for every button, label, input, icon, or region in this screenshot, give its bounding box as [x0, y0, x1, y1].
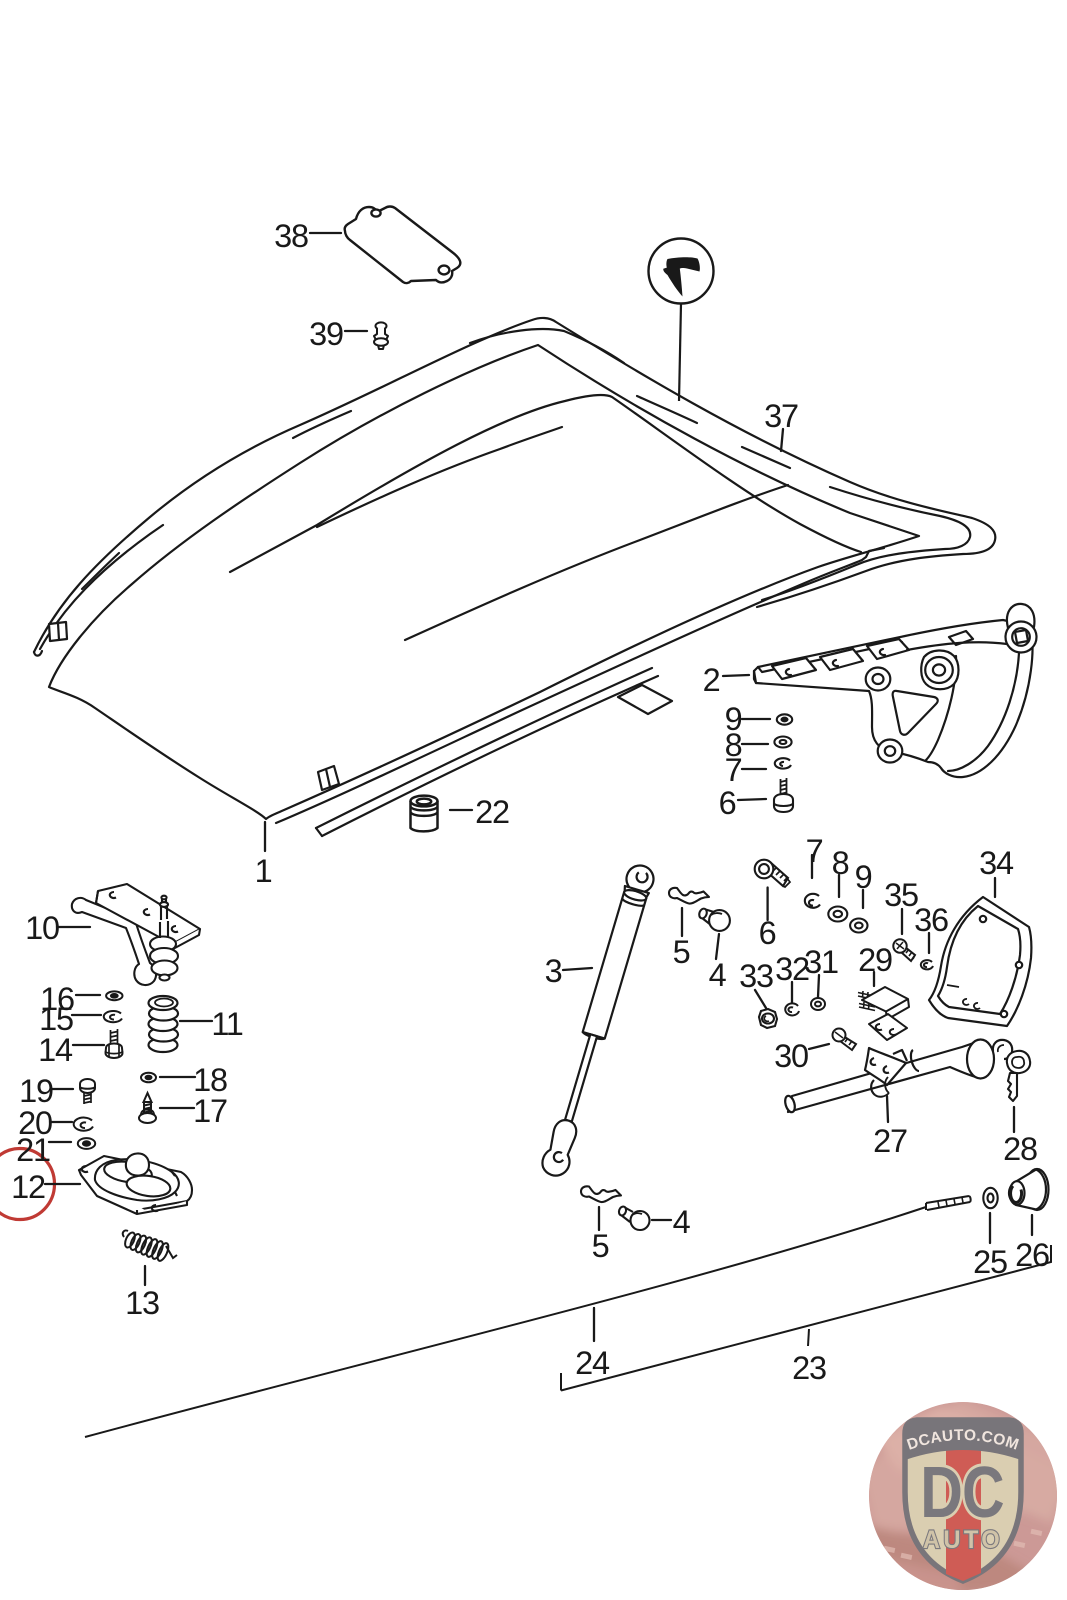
- svg-text:19: 19: [19, 1073, 53, 1109]
- svg-text:17: 17: [193, 1093, 227, 1129]
- svg-text:1: 1: [255, 853, 272, 889]
- svg-text:9: 9: [855, 859, 872, 895]
- svg-text:18: 18: [193, 1062, 227, 1098]
- svg-text:3: 3: [545, 953, 562, 989]
- svg-text:8: 8: [725, 727, 742, 763]
- svg-text:23: 23: [792, 1350, 826, 1386]
- svg-text:13: 13: [125, 1285, 159, 1321]
- svg-text:26: 26: [1015, 1237, 1049, 1273]
- svg-text:11: 11: [211, 1006, 242, 1042]
- svg-text:7: 7: [806, 833, 823, 869]
- svg-text:DC: DC: [920, 1451, 1004, 1532]
- svg-text:21: 21: [16, 1132, 50, 1168]
- svg-text:7: 7: [725, 752, 742, 788]
- svg-text:16: 16: [40, 981, 74, 1017]
- svg-text:25: 25: [973, 1244, 1007, 1280]
- svg-text:33: 33: [739, 958, 773, 994]
- svg-text:5: 5: [673, 934, 690, 970]
- svg-text:30: 30: [774, 1038, 808, 1074]
- svg-text:36: 36: [914, 902, 948, 938]
- svg-text:10: 10: [25, 910, 59, 946]
- svg-text:12: 12: [11, 1169, 45, 1205]
- svg-text:5: 5: [592, 1228, 609, 1264]
- svg-text:2: 2: [703, 662, 720, 698]
- svg-text:34: 34: [979, 845, 1014, 881]
- svg-text:38: 38: [274, 218, 308, 254]
- svg-text:35: 35: [884, 877, 918, 913]
- svg-text:4: 4: [673, 1204, 691, 1240]
- svg-text:37: 37: [764, 398, 798, 434]
- svg-text:AUTO: AUTO: [923, 1526, 1003, 1554]
- svg-text:29: 29: [858, 942, 892, 978]
- svg-text:6: 6: [719, 785, 736, 821]
- svg-text:8: 8: [832, 845, 849, 881]
- svg-text:14: 14: [38, 1032, 73, 1068]
- svg-text:4: 4: [709, 957, 727, 993]
- svg-text:6: 6: [759, 915, 776, 951]
- svg-text:24: 24: [575, 1345, 610, 1381]
- svg-text:39: 39: [309, 316, 343, 352]
- svg-text:31: 31: [804, 944, 838, 980]
- svg-text:28: 28: [1003, 1131, 1037, 1167]
- svg-text:20: 20: [18, 1105, 52, 1141]
- svg-text:15: 15: [39, 1001, 73, 1037]
- svg-text:32: 32: [775, 951, 809, 987]
- svg-text:9: 9: [725, 701, 742, 737]
- svg-text:22: 22: [475, 794, 509, 830]
- svg-text:27: 27: [873, 1123, 907, 1159]
